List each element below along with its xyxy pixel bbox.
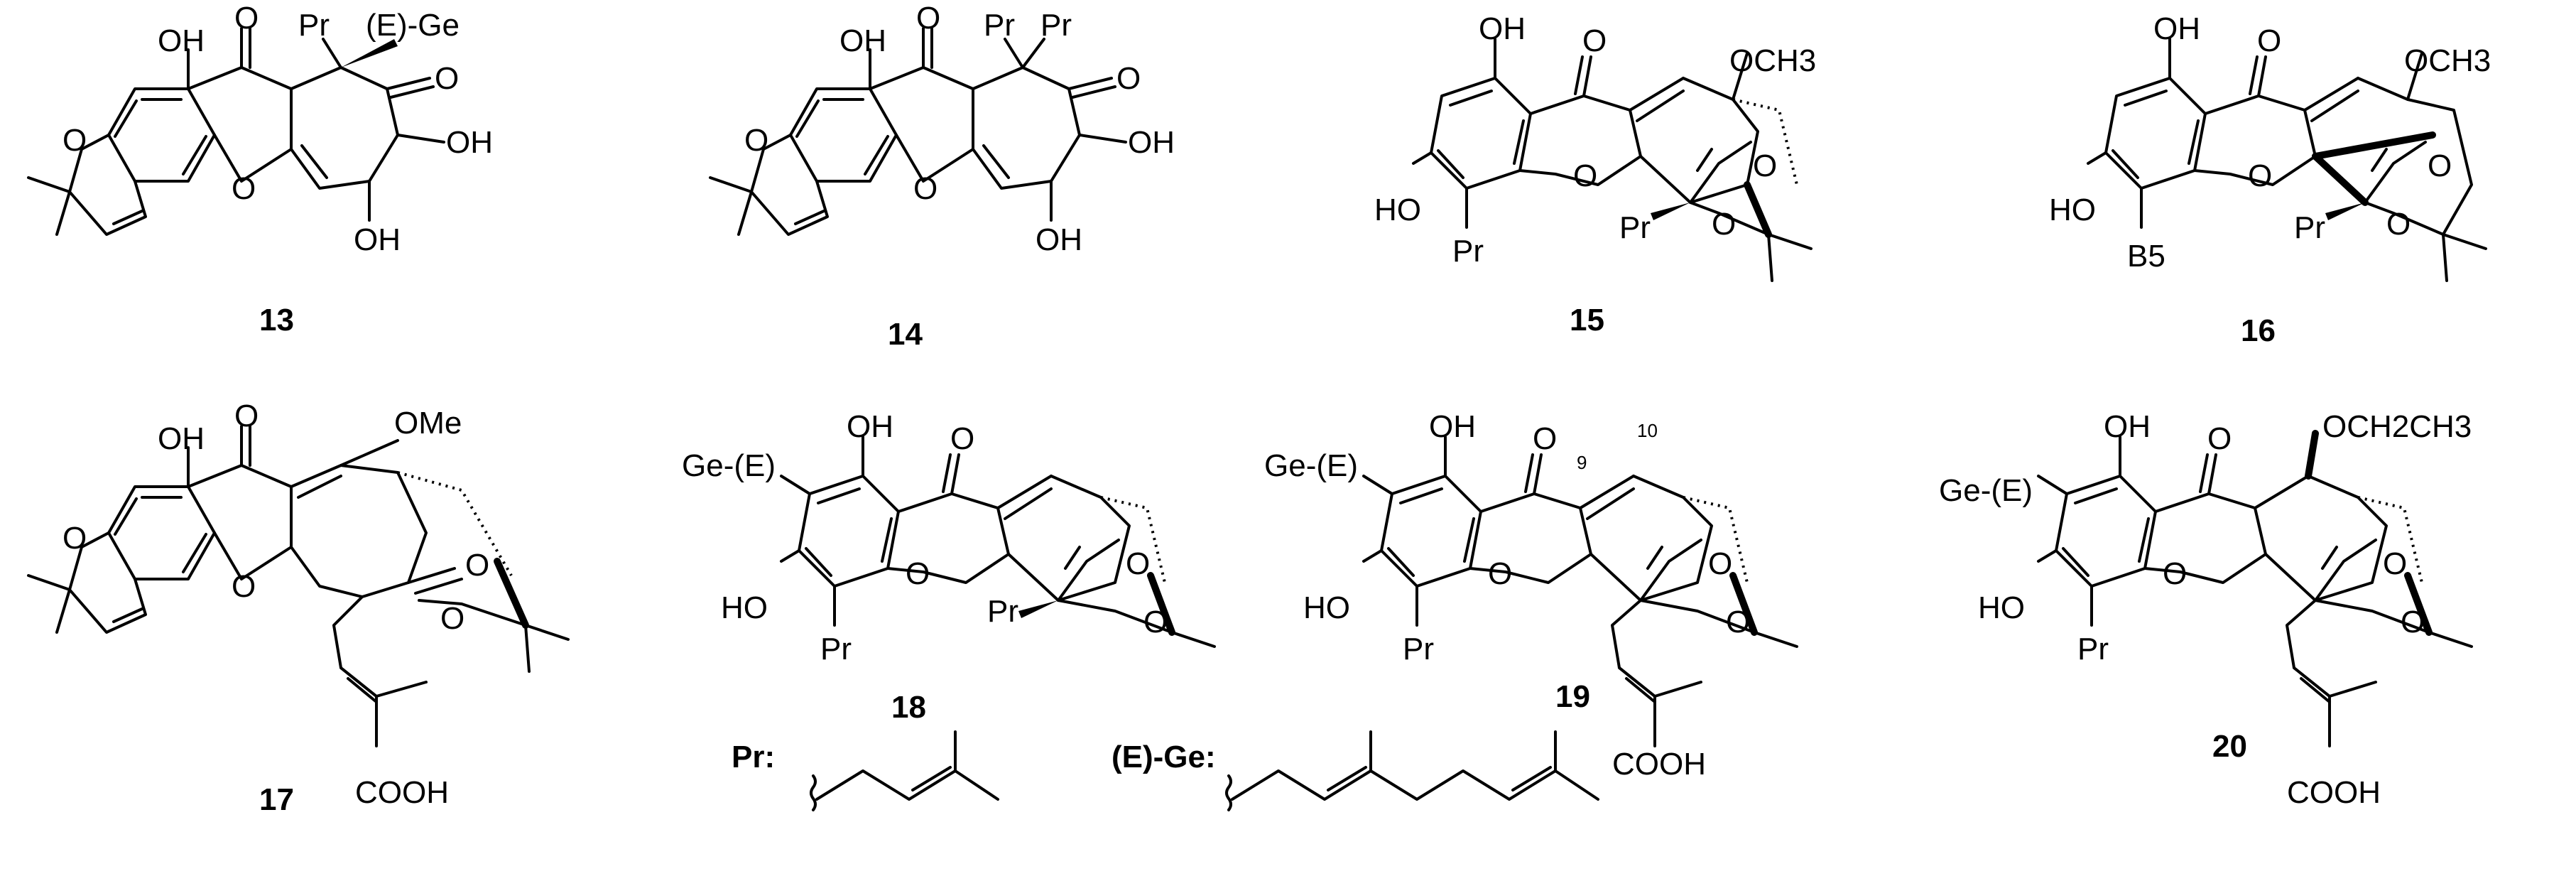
c15-o-lactone: O — [1712, 207, 1736, 242]
c19-ho: HO — [1303, 590, 1350, 625]
c20-ho: HO — [1978, 590, 2025, 625]
c18-o-ring: O — [906, 556, 930, 591]
c13-o-xanthone: O — [232, 171, 256, 206]
c17-cooh: COOH — [355, 775, 449, 810]
c13-o-pyran: O — [63, 123, 87, 158]
compound-19 — [1362, 436, 1798, 747]
legend: Pr: (E)-Ge: — [732, 730, 1599, 811]
compound-18 — [780, 436, 1216, 648]
c20-ge: Ge-(E) — [1939, 473, 2033, 508]
c20-o-ketone2: O — [2383, 546, 2407, 581]
c14-pr1: Pr — [984, 8, 1015, 43]
c16-o-ketone: O — [2257, 23, 2281, 58]
c17-o-lactone: O — [440, 601, 464, 636]
c19-o-lactone: O — [1726, 605, 1750, 639]
c20-o-ring: O — [2163, 556, 2187, 591]
c16-oh-top: OH — [2153, 11, 2200, 46]
c13-oh-bottom: OH — [354, 222, 401, 257]
c16-o-ketone2: O — [2428, 148, 2452, 183]
compound-15 — [1412, 38, 1813, 282]
c15-o-ring: O — [1573, 158, 1597, 193]
c15-ho: HO — [1374, 193, 1421, 227]
compound-17 — [27, 425, 570, 747]
c19-o-ring: O — [1488, 556, 1512, 591]
c19-position-9: 9 — [1577, 452, 1587, 473]
c18-number: 18 — [891, 690, 926, 725]
c15-ome: OCH3 — [1729, 43, 1816, 78]
c16-o-lactone: O — [2386, 207, 2411, 242]
c18-ho: HO — [721, 590, 768, 625]
c15-oh-top: OH — [1479, 11, 1526, 46]
c20-cooh: COOH — [2287, 775, 2381, 810]
c20-o-lactone: O — [2401, 605, 2425, 639]
c14-oh-right: OH — [1128, 125, 1175, 160]
c15-o-ketone2: O — [1753, 148, 1777, 183]
c19-o-ketone2: O — [1708, 546, 1732, 581]
c14-oh-bottom: OH — [1036, 222, 1082, 257]
c16-number: 16 — [2241, 313, 2276, 348]
legend-ge-label: (E)-Ge: — [1112, 740, 1216, 774]
c18-o-ketone: O — [950, 421, 974, 456]
c13-oh-top: OH — [158, 23, 205, 58]
c14-o-ketone: O — [916, 1, 940, 36]
c19-cooh: COOH — [1612, 747, 1706, 782]
prenyl-structure — [810, 730, 999, 811]
c16-pr: Pr — [2294, 210, 2325, 245]
c17-number: 17 — [259, 782, 294, 817]
c18-o-ketone2: O — [1126, 546, 1150, 581]
c20-oet: OCH2CH3 — [2322, 409, 2472, 444]
c13-oh-right: OH — [446, 125, 493, 160]
c16-ome: OCH3 — [2404, 43, 2491, 78]
c13-pr: Pr — [298, 8, 330, 43]
c17-ome: OMe — [394, 406, 462, 440]
c16-ho: HO — [2049, 193, 2096, 227]
c17-o-ketone2: O — [465, 548, 489, 583]
c14-o-xanthone: O — [913, 171, 938, 206]
legend-pr-label: Pr: — [732, 740, 775, 774]
c18-pr: Pr — [820, 632, 852, 666]
c20-pr: Pr — [2077, 632, 2109, 666]
c19-oh-top: OH — [1429, 409, 1476, 444]
c13-o-ketone: O — [234, 1, 259, 36]
c18-oh-top: OH — [847, 409, 893, 444]
c17-o-pyran: O — [63, 521, 87, 556]
c20-oh-top: OH — [2104, 409, 2151, 444]
c15-o-ketone: O — [1582, 23, 1607, 58]
c17-oh-top: OH — [158, 421, 205, 456]
c15-pr2: Pr — [1619, 210, 1651, 245]
c19-position-10: 10 — [1637, 420, 1658, 441]
c18-o-lactone: O — [1143, 605, 1168, 639]
compound-14 — [709, 27, 1127, 236]
c13-ge-group: (E)-Ge — [366, 8, 460, 43]
compound-16 — [2087, 38, 2487, 282]
c14-pr2: Pr — [1040, 8, 1072, 43]
compound-20 — [2037, 430, 2473, 747]
c16-b5: B5 — [2127, 239, 2165, 274]
c13-o-ketone2: O — [435, 61, 459, 96]
c15-pr: Pr — [1452, 234, 1484, 269]
c17-o-ring: O — [232, 569, 256, 604]
c13-number: 13 — [259, 303, 294, 337]
c19-number: 19 — [1555, 679, 1590, 714]
c19-ge: Ge-(E) — [1264, 448, 1358, 483]
c18-pr2: Pr — [987, 594, 1018, 629]
c14-o-pyran: O — [744, 123, 768, 158]
c14-oh-top: OH — [839, 23, 886, 58]
c15-number: 15 — [1570, 303, 1604, 337]
compound-13 — [27, 27, 445, 236]
c17-o-ketone: O — [234, 399, 259, 433]
c19-pr: Pr — [1403, 632, 1434, 666]
c19-o-ketone: O — [1533, 421, 1557, 456]
geranyl-structure — [1225, 730, 1599, 811]
c20-number: 20 — [2212, 729, 2247, 764]
c14-number: 14 — [888, 317, 923, 352]
c18-ge: Ge-(E) — [682, 448, 776, 483]
c20-o-ketone: O — [2207, 421, 2232, 456]
c16-o-ring: O — [2248, 158, 2272, 193]
c14-o-ketone2: O — [1116, 61, 1141, 96]
